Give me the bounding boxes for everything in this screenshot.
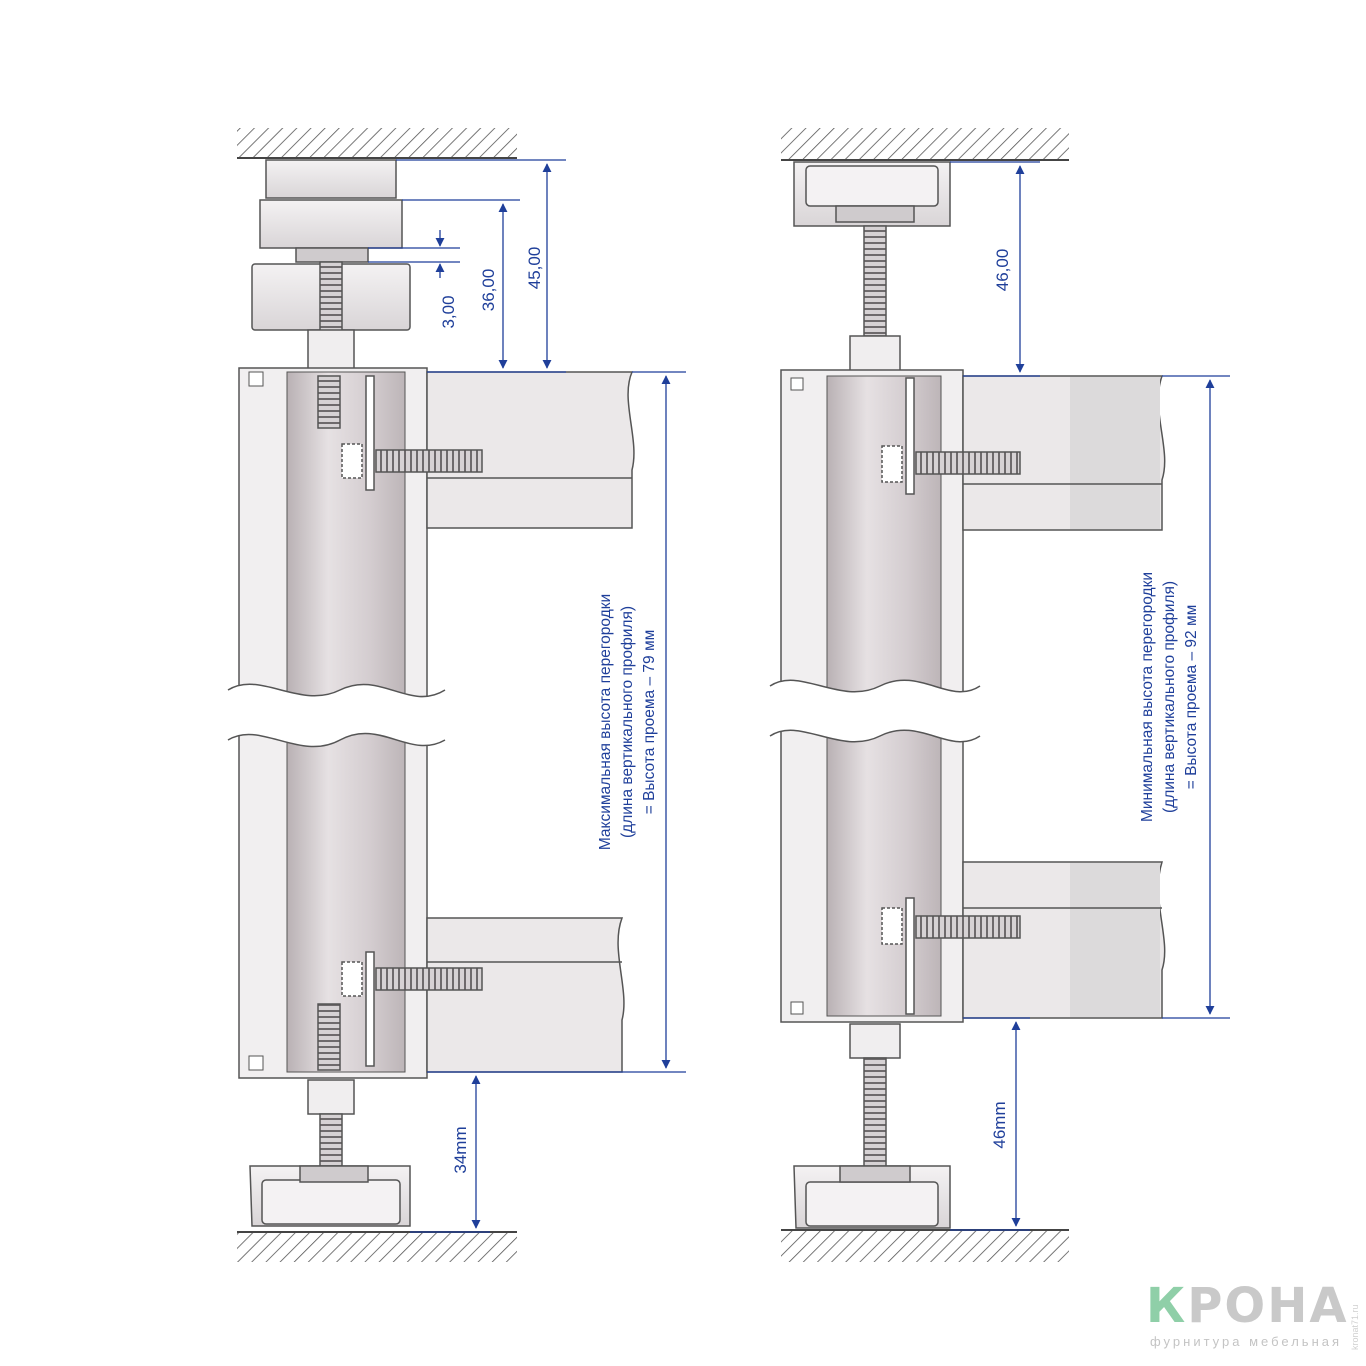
right-ceiling bbox=[781, 128, 1069, 161]
right-height-note: Минимальная высота перегородки (длина ве… bbox=[1139, 572, 1200, 822]
svg-text:КРОНА: КРОНА bbox=[1146, 1278, 1349, 1334]
right-top-rail bbox=[881, 375, 1166, 531]
left-dim-36: 36,00 bbox=[479, 269, 498, 312]
left-bottom-foot bbox=[249, 1079, 411, 1227]
right-top-guide bbox=[793, 161, 951, 375]
brand-logo: КРОНА фурнитура мебельная kronat71.ru bbox=[1146, 1278, 1360, 1350]
right-bottom-foot bbox=[793, 1023, 951, 1229]
right-vertical-profile bbox=[769, 369, 981, 1023]
left-top-rail bbox=[317, 371, 635, 529]
left-vertical-profile bbox=[227, 367, 446, 1079]
left-ceiling bbox=[237, 128, 517, 159]
logo-site: kronat71.ru bbox=[1350, 1304, 1360, 1350]
right-bottom-rail bbox=[881, 861, 1166, 1019]
left-height-note: Максимальная высота перегородки (длина в… bbox=[597, 594, 658, 850]
left-floor bbox=[237, 1231, 517, 1262]
right-dim-top: 46,00 bbox=[993, 249, 1012, 292]
left-bottom-rail bbox=[317, 917, 625, 1073]
logo-rest: РОНА bbox=[1187, 1278, 1348, 1334]
left-dimensions bbox=[368, 159, 686, 1233]
logo-first-letter: К bbox=[1146, 1278, 1187, 1334]
left-note-line3: = Высота проема – 79 мм bbox=[641, 630, 658, 815]
right-floor bbox=[781, 1229, 1069, 1262]
left-dim-45: 45,00 bbox=[525, 247, 544, 290]
right-note-line1: Минимальная высота перегородки bbox=[1139, 572, 1156, 822]
right-note-line2: (длина вертикального профиля) bbox=[1161, 581, 1178, 813]
left-assembly: 3,00 36,00 45,00 34mm Максимальная высот… bbox=[227, 128, 686, 1262]
right-assembly: 46,00 46mm Минимальная высота перегородк… bbox=[769, 128, 1230, 1262]
left-top-guide bbox=[251, 159, 411, 373]
left-dim-3: 3,00 bbox=[439, 295, 458, 328]
right-dim-bottom: 46mm bbox=[990, 1101, 1009, 1148]
left-note-line2: (длина вертикального профиля) bbox=[619, 606, 636, 838]
left-note-line1: Максимальная высота перегородки bbox=[597, 594, 614, 850]
logo-tagline: фурнитура мебельная bbox=[1150, 1334, 1342, 1349]
right-note-line3: = Высота проема – 92 мм bbox=[1183, 605, 1200, 790]
right-dimensions bbox=[950, 161, 1230, 1231]
left-dim-bottom: 34mm bbox=[451, 1126, 470, 1173]
